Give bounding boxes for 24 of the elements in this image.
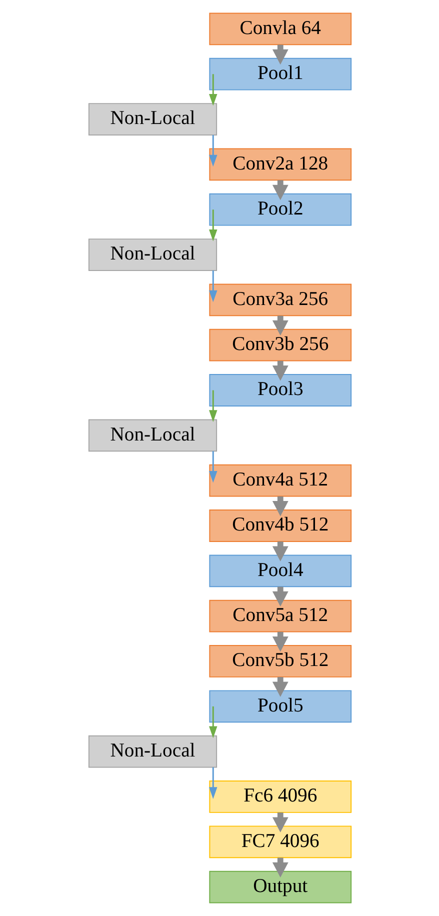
node-box: Output	[208, 870, 352, 904]
arrow	[208, 270, 217, 302]
node-box: Conv5a 512	[208, 600, 352, 632]
node-box: Pool2	[208, 193, 352, 226]
arrow	[208, 390, 217, 422]
node-box: Non-Local	[88, 238, 217, 271]
node-box: Non-Local	[88, 103, 217, 136]
arrow	[208, 210, 217, 242]
node-box: Pool4	[208, 554, 352, 588]
node-box: Convla 64	[208, 12, 352, 46]
node-box: Conv5b 512	[208, 645, 352, 678]
node-box: Conv3b 256	[208, 328, 352, 362]
node-box: Conv4b 512	[208, 510, 352, 542]
arrow	[208, 767, 217, 799]
arrow	[208, 706, 217, 738]
node-box: FC7 4096	[208, 826, 352, 858]
node-box: Pool5	[208, 690, 352, 723]
arrow	[208, 74, 217, 106]
arrow	[208, 451, 217, 483]
node-box: Non-Local	[88, 419, 217, 452]
arrow	[208, 134, 217, 167]
node-box: Pool3	[208, 374, 352, 406]
node-box: Pool1	[208, 58, 352, 90]
node-box: Non-Local	[88, 735, 217, 768]
